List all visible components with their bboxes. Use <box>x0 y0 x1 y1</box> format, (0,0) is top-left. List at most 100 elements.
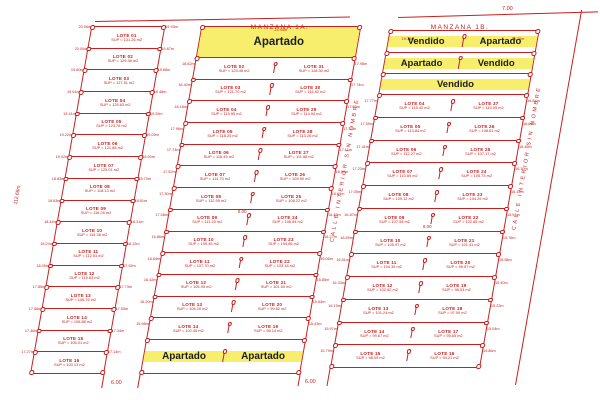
lot-area: SUP = 99.82 m2 <box>257 306 287 312</box>
lot-area: SUP = 116.45 m2 <box>203 154 235 160</box>
lot-area: SUP = 99.67 m2 <box>359 332 389 338</box>
status-lot-cell: Apartado <box>383 57 460 69</box>
lot-area: SUP = 104.29 m2 <box>457 196 489 202</box>
edge-dimension: 19.29m <box>149 111 163 116</box>
edge-dimension: 17.30m <box>159 191 172 196</box>
status-row: Vendido <box>379 73 532 94</box>
edge-dimension: 19.87m <box>161 46 175 51</box>
edge-dimension: 20.06m <box>78 25 92 29</box>
edge-dimension: 18.51m <box>134 198 148 203</box>
lot-area: SUP = 119.95 m2 <box>211 111 242 117</box>
edge-dimension: 19.09m <box>146 133 159 138</box>
edge-dimension: 18.05m <box>36 263 50 268</box>
top-boundary-line <box>95 16 350 22</box>
status-label: Apartado <box>479 36 521 47</box>
edge-dimension: 19.22m <box>59 133 73 138</box>
edge-dimension: 17.85m <box>32 285 46 290</box>
edge-dimension: 17.23m <box>352 167 366 172</box>
status-label-vendido: Vendido <box>436 78 474 90</box>
edge-dimension: 17.46m <box>24 328 38 333</box>
lot-area: SUP = 127.51 m2 <box>103 80 135 86</box>
lot-area: SUP = 123.45 m2 <box>219 67 250 73</box>
lot-area: SUP = 107.70 m2 <box>184 262 216 268</box>
lot-area: SUP = 111.58 m2 <box>283 154 314 160</box>
edge-dimension: 20.00m <box>74 46 88 51</box>
edge-dimension: 15.22m <box>490 303 504 308</box>
edge-dimension: 15.79m <box>320 349 333 354</box>
edge-dimension: 18.62m <box>182 61 195 66</box>
lot-area: SUP = 106.54 m2 <box>271 219 303 225</box>
lot-area: SUP = 109.90 m2 <box>279 176 311 182</box>
lot-area: SUP = 105.97 m2 <box>374 241 406 247</box>
status-label: Apartado <box>400 57 443 69</box>
lot-area: SUP = 112.27 m2 <box>390 150 422 156</box>
reserved-lot-cell: Apartado <box>143 350 225 362</box>
edge-dimension: 17.52m <box>162 170 176 175</box>
lot-area: SUP = 129.38 m2 <box>107 58 138 64</box>
status-label: Vendido <box>477 57 515 69</box>
edge-dimension: 18.31m <box>130 220 144 225</box>
edge-dimension: 19.02m <box>55 155 69 160</box>
lot-area: SUP = 102.45 m2 <box>173 327 204 333</box>
lot-area: SUP = 110.63 m2 <box>69 275 100 281</box>
edge-dimension: 15.04m <box>486 326 500 331</box>
edge-dimension: 17.14m <box>107 350 121 355</box>
edge-dimension: 17.77m <box>364 99 378 104</box>
lot-area: SUP = 104.39 m2 <box>370 264 402 270</box>
lot-area: SUP = 114.70 m2 <box>200 176 231 182</box>
edge-dimension: 19.68m <box>157 68 171 73</box>
lot-area: SUP = 125.63 m2 <box>99 101 131 107</box>
